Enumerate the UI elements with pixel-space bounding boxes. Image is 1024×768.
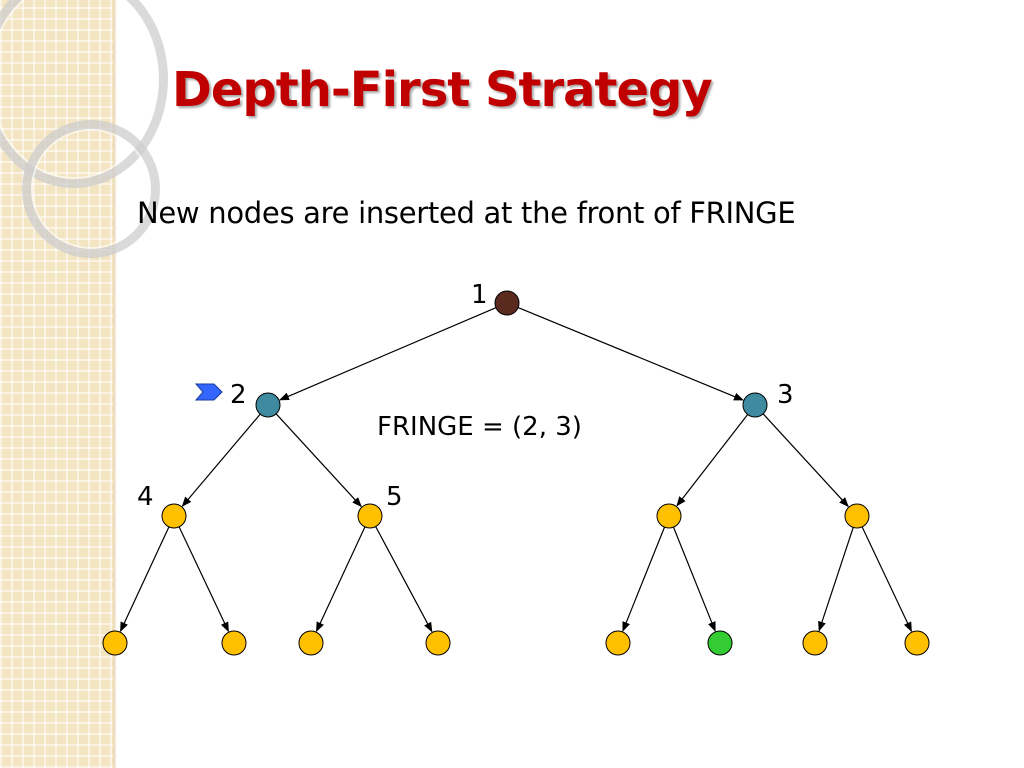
tree-node-n10-unexplored (298, 630, 324, 656)
tree-node-n13-goal (707, 630, 733, 656)
fringe-state: FRINGE = (2, 3) (377, 412, 582, 442)
tree-edge-n7-n14 (818, 527, 854, 632)
tree-node-n15-unexplored (904, 630, 930, 656)
tree-edge-n4-n9 (178, 526, 229, 633)
tree-node-n1-expanded (494, 290, 520, 316)
tree-edge-n2-n5 (275, 413, 362, 508)
slide-title: Depth-First Strategy (172, 62, 713, 118)
current-node-marker (194, 383, 223, 401)
tree-edge-n5-n11 (375, 526, 433, 633)
node-label-4: 4 (137, 482, 154, 512)
tree-node-n14-unexplored (802, 630, 828, 656)
tree-nodes (102, 290, 930, 656)
tree-node-n3-in-fringe (742, 392, 768, 418)
slide-subtitle: New nodes are inserted at the front of F… (137, 196, 796, 230)
tree-node-n8-unexplored (102, 630, 128, 656)
current-node-arrow-icon (194, 383, 223, 401)
node-label-3: 3 (777, 380, 794, 410)
tree-edge-n3-n6 (676, 414, 749, 507)
tree-edge-n7-n15 (861, 526, 912, 633)
tree-node-n12-unexplored (605, 630, 631, 656)
tree-edge-n1-n3 (517, 307, 744, 401)
tree-node-n4-unexplored (161, 503, 187, 529)
tree-edge-n6-n12 (622, 526, 666, 632)
tree-node-n5-unexplored (357, 503, 383, 529)
decorative-ring (22, 120, 160, 258)
tree-node-n9-unexplored (221, 630, 247, 656)
sidebar-edge (113, 0, 117, 768)
tree-node-n11-unexplored (425, 630, 451, 656)
node-label-1: 1 (471, 280, 488, 310)
node-label-5: 5 (386, 482, 403, 512)
tree-node-n6-unexplored (656, 503, 682, 529)
tree-node-n2-in-fringe (255, 392, 281, 418)
tree-edge-n6-n13 (672, 526, 716, 632)
tree-edge-n5-n10 (315, 526, 366, 633)
tree-edge-n1-n2 (279, 307, 497, 401)
tree-edge-n3-n7 (762, 413, 849, 508)
tree-edge-n4-n8 (119, 526, 170, 633)
tree-edges (119, 307, 912, 633)
tree-node-n7-unexplored (844, 503, 870, 529)
tree-edge-n2-n4 (181, 413, 261, 507)
node-label-2: 2 (230, 380, 247, 410)
